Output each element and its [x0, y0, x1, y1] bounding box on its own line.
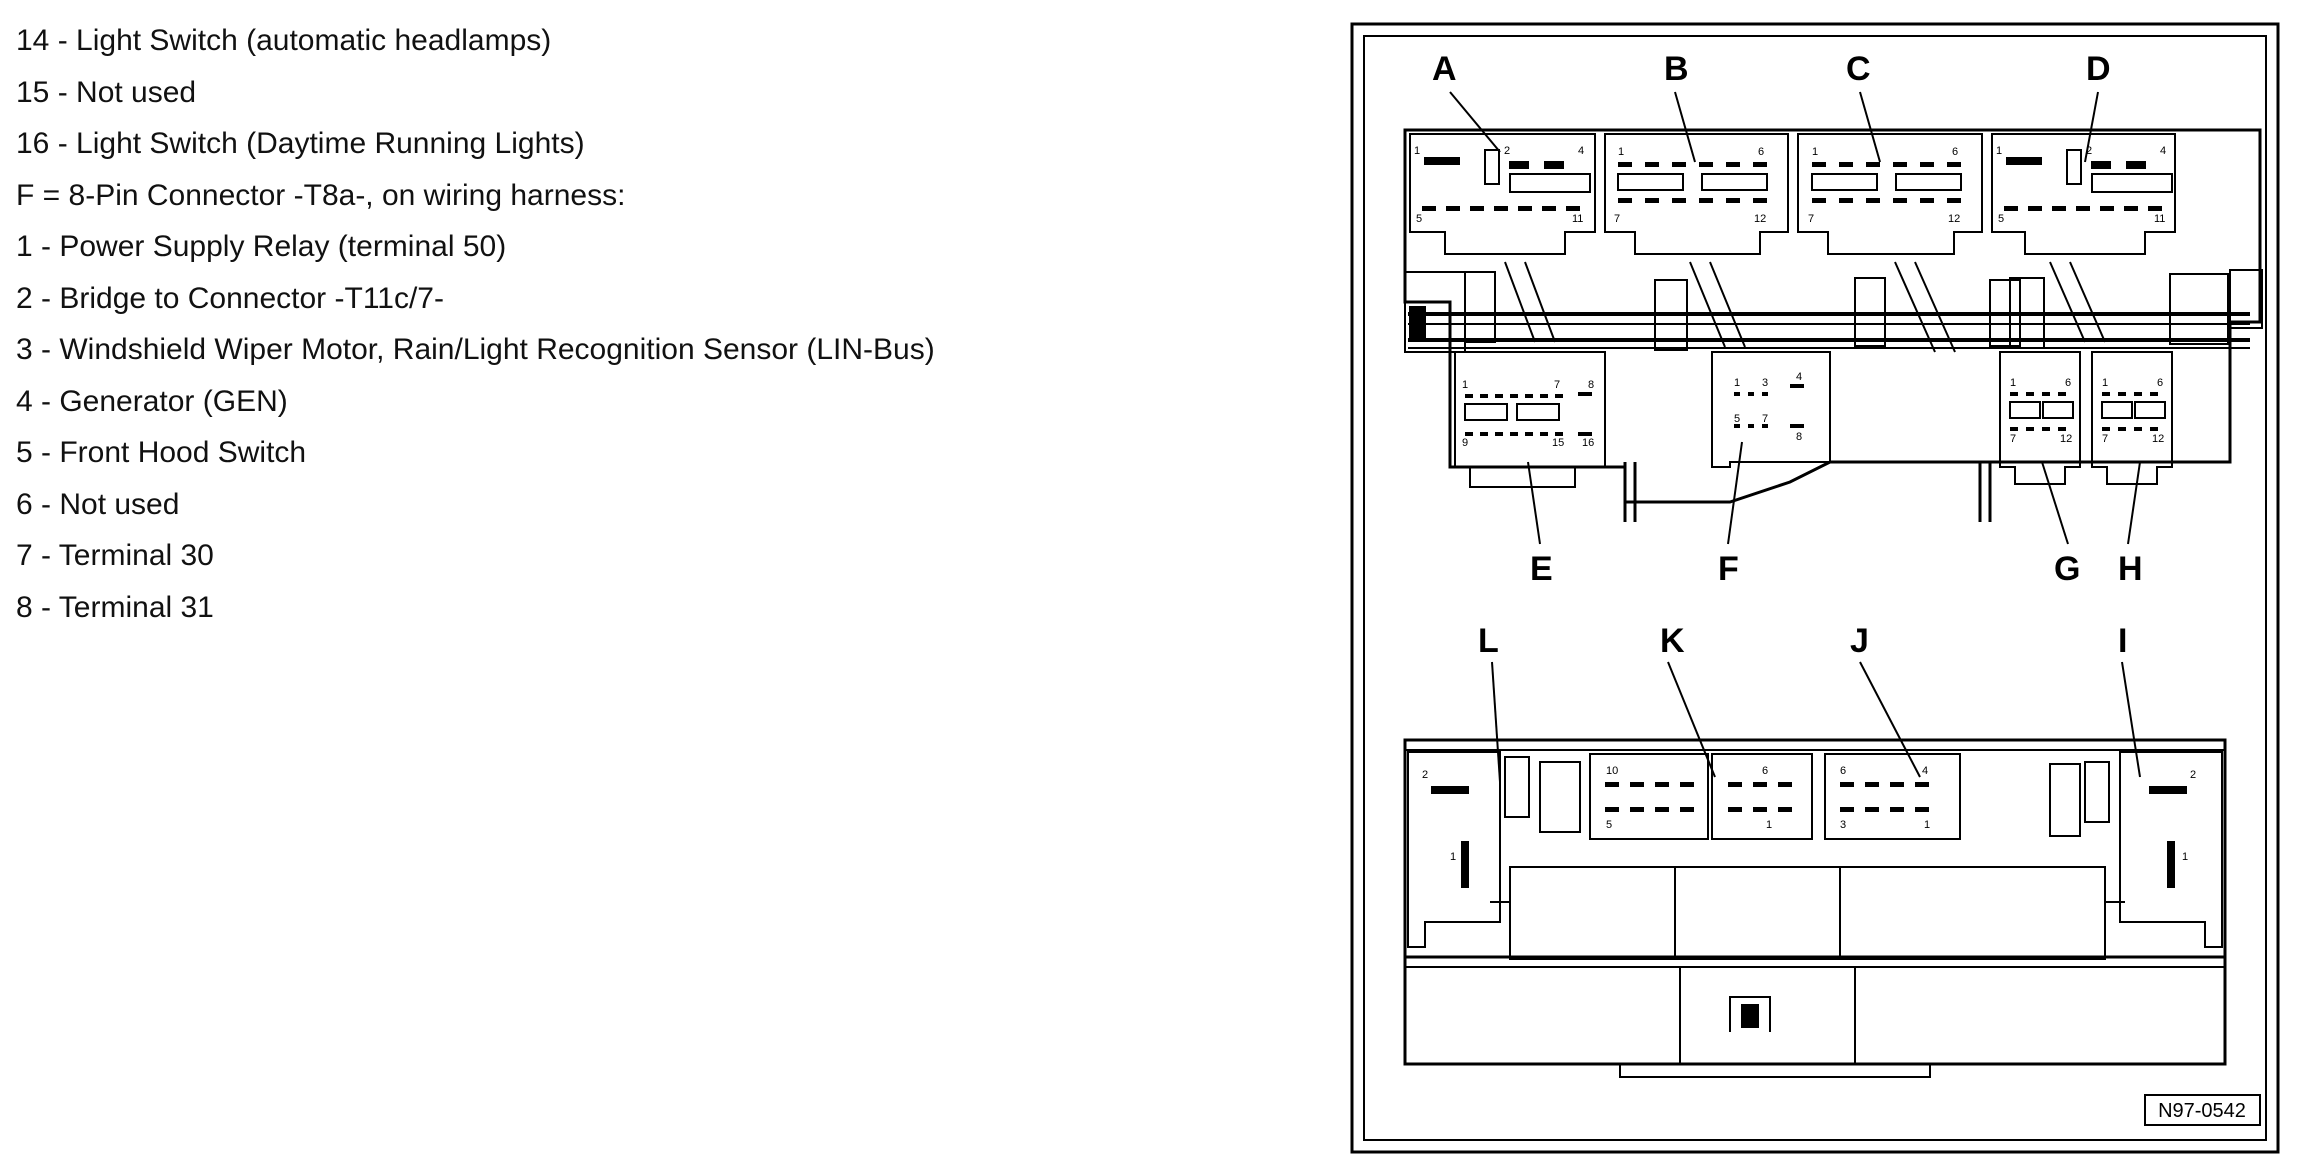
pin-e1: 1 — [1462, 379, 1468, 391]
pin-c1: 1 — [1812, 146, 1818, 158]
pin-j6: 6 — [1840, 765, 1846, 777]
pin-b6: 6 — [1758, 146, 1764, 158]
connector-b — [1604, 133, 1789, 255]
pin-a1: 1 — [1414, 145, 1420, 157]
pin-a4: 4 — [1578, 145, 1584, 157]
pin-c7: 7 — [1808, 213, 1814, 225]
pin-h1: 1 — [2102, 377, 2108, 389]
connector-e — [1454, 351, 1606, 488]
legend-item-f7: 7 - Terminal 30 — [16, 539, 214, 572]
pin-d5: 5 — [1998, 213, 2004, 225]
connector-h — [2091, 351, 2173, 485]
legend-item-f2: 2 - Bridge to Connector -T11c/7- — [16, 281, 444, 315]
fuse-relay-panel-drawing: A B C D E F G H 1 2 4 5 11 1 6 7 12 1 6 … — [1350, 22, 2280, 1154]
label-g: G — [2054, 550, 2080, 588]
pin-e7: 7 — [1554, 379, 1560, 391]
pin-k1: 1 — [1766, 819, 1772, 831]
legend-item-f4: 4 - Generator (GEN) — [16, 384, 288, 418]
label-h: H — [2118, 550, 2143, 588]
outer-frame — [1350, 22, 2280, 1154]
legend-item-16: 16 - Light Switch (Daytime Running Light… — [16, 127, 585, 160]
pin-j1: 1 — [1924, 819, 1930, 831]
pin-l2: 2 — [1422, 769, 1428, 781]
pin-g7: 7 — [2010, 433, 2016, 445]
upper-connector-block — [1403, 128, 2263, 522]
pin-c6: 6 — [1952, 146, 1958, 158]
pin-j4: 4 — [1922, 765, 1928, 777]
pin-g1: 1 — [2010, 377, 2016, 389]
pin-d2: 2 — [2086, 145, 2092, 157]
upper-leader-lines — [1449, 91, 2141, 545]
lower-relay-block — [1403, 738, 2227, 1078]
pin-f4: 4 — [1796, 371, 1802, 383]
legend-item-14: 14 - Light Switch (automatic headlamps) — [16, 24, 552, 57]
connector-c — [1797, 133, 1983, 255]
legend-item-f3: 3 - Windshield Wiper Motor, Rain/Light R… — [16, 333, 935, 366]
connector-diagram: A B C D E F G H 1 2 4 5 11 1 6 7 12 1 6 … — [1350, 22, 2280, 1162]
connector-l — [1407, 751, 1501, 948]
lower-leader-lines — [1491, 661, 2141, 783]
inner-frame — [1363, 35, 2267, 1141]
connector-g — [1999, 351, 2081, 485]
legend-item-f1: 1 - Power Supply Relay (terminal 50) — [16, 230, 507, 263]
figure-code-box — [2144, 1094, 2261, 1126]
pin-k6: 6 — [1762, 765, 1768, 777]
pin-d4: 4 — [2160, 145, 2166, 157]
legend-item-f6: 6 - Not used — [16, 487, 180, 521]
label-a: A — [1432, 50, 1457, 88]
legend-heading-connector-f: F = 8-Pin Connector -T8a-, on wiring har… — [16, 178, 626, 212]
connector-j — [1824, 753, 1961, 840]
pin-i2: 2 — [2190, 769, 2196, 781]
label-k: K — [1660, 622, 1685, 660]
legend-item-15: 15 - Not used — [16, 75, 197, 109]
label-c: C — [1846, 50, 1871, 88]
legend-item-f5: 5 - Front Hood Switch — [16, 436, 307, 469]
pin-f3: 3 — [1762, 377, 1768, 389]
pin-k10: 10 — [1606, 765, 1618, 777]
pin-f5: 5 — [1734, 413, 1740, 425]
pin-f7: 7 — [1762, 413, 1768, 425]
pin-g12: 12 — [2060, 433, 2072, 445]
pin-k5: 5 — [1606, 819, 1612, 831]
pin-i1: 1 — [2182, 851, 2188, 863]
pin-e9: 9 — [1462, 437, 1468, 449]
legend-item-f8: 8 - Terminal 31 — [16, 590, 214, 624]
connector-f — [1711, 351, 1831, 468]
pin-d1: 1 — [1996, 145, 2002, 157]
pin-e15: 15 — [1552, 437, 1564, 449]
label-d: D — [2086, 50, 2111, 88]
pin-a2: 2 — [1504, 145, 1510, 157]
pin-e16: 16 — [1582, 437, 1594, 449]
label-i: I — [2118, 622, 2127, 660]
pin-c12: 12 — [1948, 213, 1960, 225]
connector-i — [2119, 751, 2223, 948]
connector-a — [1409, 133, 1596, 255]
pin-g6: 6 — [2065, 377, 2071, 389]
connector-k — [1589, 753, 1813, 840]
pin-a11: 11 — [1572, 213, 1583, 225]
pin-f8: 8 — [1796, 431, 1802, 443]
pin-b12: 12 — [1754, 213, 1766, 225]
connector-d — [1991, 133, 2176, 255]
pin-d11: 11 — [2154, 213, 2165, 225]
pin-b7: 7 — [1614, 213, 1620, 225]
legend-list: 14 - Light Switch (automatic headlamps) … — [16, 24, 1266, 642]
label-e: E — [1530, 550, 1553, 588]
pin-h6: 6 — [2157, 377, 2163, 389]
label-b: B — [1664, 50, 1689, 88]
pin-j3: 3 — [1840, 819, 1846, 831]
pin-b1: 1 — [1618, 146, 1624, 158]
pin-a5: 5 — [1416, 213, 1422, 225]
label-j: J — [1850, 622, 1869, 660]
pin-e8: 8 — [1588, 379, 1594, 391]
label-f: F — [1718, 550, 1739, 588]
label-l: L — [1478, 622, 1499, 660]
pin-h7: 7 — [2102, 433, 2108, 445]
pin-h12: 12 — [2152, 433, 2164, 445]
figure-code: N97-0542 — [2158, 1100, 2246, 1122]
pin-f1: 1 — [1734, 377, 1740, 389]
pin-l1: 1 — [1450, 851, 1456, 863]
